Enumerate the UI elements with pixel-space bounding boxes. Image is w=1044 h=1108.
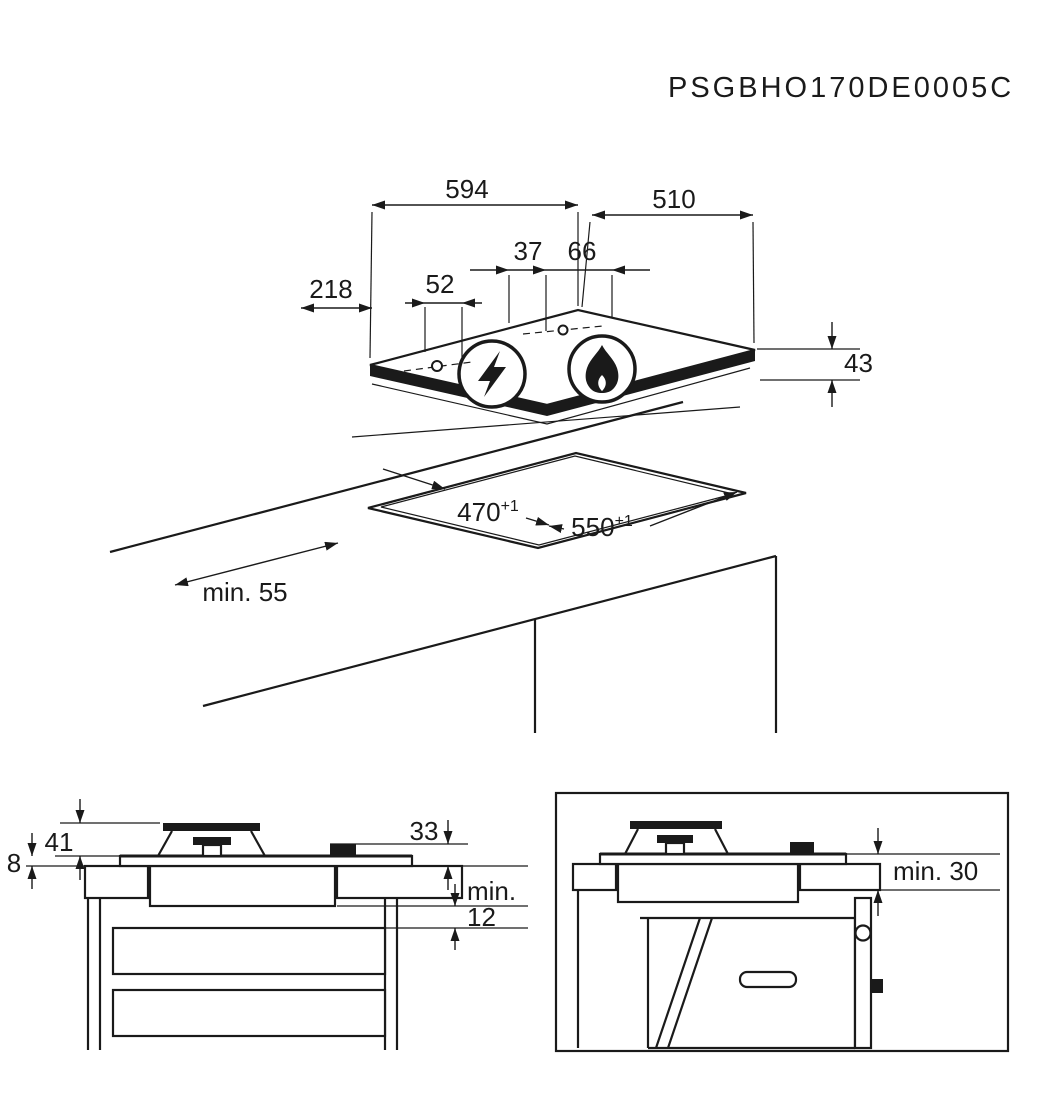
hob-frame-line bbox=[371, 367, 751, 425]
oven-hinge bbox=[854, 924, 872, 942]
dim-control-spacing: 52 bbox=[426, 269, 455, 299]
control-knob-mark-back bbox=[557, 324, 569, 336]
dim-min-oven-clearance: min. 30 bbox=[893, 856, 978, 886]
hob-body-section-2 bbox=[616, 862, 800, 904]
flame-icon bbox=[585, 345, 619, 393]
hob-dimensions: 594 510 37 66 218 52 43 bbox=[301, 174, 873, 407]
dim-burner-a: 37 bbox=[514, 236, 543, 266]
control-knob-section-2 bbox=[790, 842, 814, 854]
burner-cap bbox=[193, 837, 231, 845]
worktop-cutout-view: min. 55 470+1 550+1 bbox=[109, 400, 778, 733]
lightning-bolt-icon bbox=[478, 351, 506, 397]
hob-isometric-view bbox=[351, 308, 756, 438]
dim-min-clearance-value: 12 bbox=[467, 902, 496, 932]
drawer-upper bbox=[111, 926, 387, 976]
worktop-front-edge bbox=[202, 554, 777, 708]
oven bbox=[640, 896, 883, 1050]
oven-door-outer bbox=[654, 917, 702, 1049]
burner-base bbox=[201, 843, 223, 858]
dim-burner-b: 66 bbox=[568, 236, 597, 266]
cutout-inner-edge bbox=[380, 455, 734, 546]
oven-section-view: min. 30 bbox=[554, 791, 1010, 1053]
model-number-label: PSGBHO170DE0005C bbox=[668, 72, 1014, 104]
hob-top-face bbox=[369, 308, 756, 407]
dim-cutout-depth: 470+1 bbox=[457, 497, 519, 527]
worktop-section-left bbox=[83, 864, 150, 900]
hob-seal-line bbox=[351, 406, 741, 438]
burner-base-2 bbox=[664, 841, 686, 856]
dim-control-offset: 218 bbox=[309, 274, 352, 304]
dim-hob-width: 594 bbox=[445, 174, 488, 204]
worktop-section-right bbox=[335, 864, 464, 900]
dim-min-wall-distance: min. 55 bbox=[202, 577, 287, 607]
burner-cap-2 bbox=[657, 835, 693, 843]
hob-body-section bbox=[148, 864, 337, 908]
flame-icon-inner bbox=[598, 375, 606, 391]
side-section-view: 41 8 33 min. 12 bbox=[7, 799, 528, 1050]
dim-glass-thickness: 8 bbox=[7, 848, 21, 878]
electric-burner bbox=[457, 339, 527, 409]
dim-cutout-width: 550+1 bbox=[571, 512, 633, 542]
oven-knob bbox=[871, 979, 883, 993]
oven-door-inner bbox=[666, 917, 714, 1049]
gas-burner bbox=[567, 334, 637, 404]
dim-hob-depth: 510 bbox=[652, 184, 695, 214]
control-knob-mark-left bbox=[431, 360, 443, 372]
worktop-section-left-2 bbox=[571, 862, 618, 892]
dim-build-in-height: 43 bbox=[844, 348, 873, 378]
oven-side-panel bbox=[853, 896, 873, 1050]
pan-support bbox=[157, 823, 266, 858]
worktop-back-edge bbox=[109, 400, 684, 554]
worktop-section-right-2 bbox=[798, 862, 882, 892]
detail-box bbox=[554, 791, 1010, 1053]
pan-support-2 bbox=[624, 821, 729, 856]
oven-handle bbox=[738, 970, 798, 989]
dim-burner-height: 33 bbox=[410, 816, 439, 846]
cutout-outer-edge bbox=[367, 451, 747, 550]
control-knob-section bbox=[330, 844, 356, 856]
dim-pan-support-height: 41 bbox=[45, 827, 74, 857]
drawer-lower bbox=[111, 988, 387, 1038]
dim-min-clearance-label: min. bbox=[467, 876, 516, 906]
